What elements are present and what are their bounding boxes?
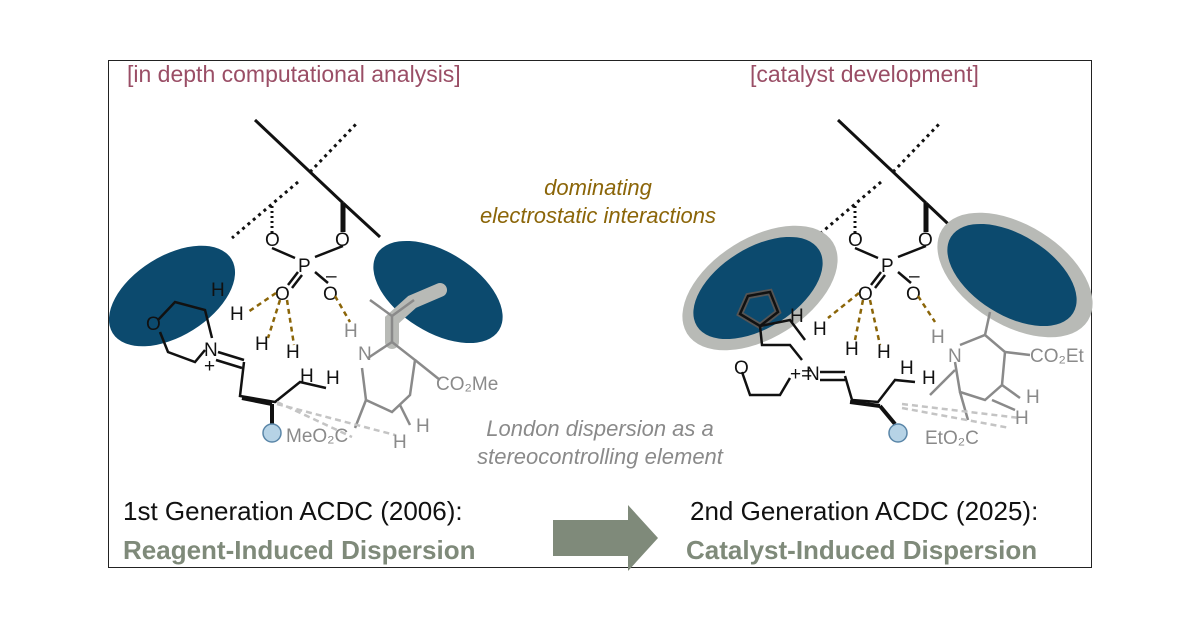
left-phosphate-o1: O (265, 230, 280, 251)
left-phosphate-bonds (271, 244, 344, 289)
left-phosphate-minus: – (326, 266, 337, 287)
right-h6: H (922, 368, 936, 389)
gen1-subtitle: Reagent-Induced Dispersion (123, 535, 476, 565)
electrostatic-label-line2: electrostatic interactions (480, 203, 716, 228)
right-substituent-dot (888, 423, 908, 443)
right-phosphate-minus: – (909, 266, 920, 287)
right-tag: [catalyst development] (750, 61, 979, 87)
gen2-title: 2nd Generation ACDC (2025): (690, 496, 1038, 526)
left-he-meo2c: MeO₂C (286, 426, 348, 447)
generation-arrow (553, 505, 658, 571)
left-morpholine (157, 300, 327, 404)
electrostatic-label-line1: dominating (544, 175, 652, 200)
right-h5: H (900, 358, 914, 379)
left-transition-state: O O P O O – O N + H H H H H (108, 118, 503, 453)
left-phosphate-o3: O (275, 284, 290, 305)
right-h1: H (790, 306, 804, 327)
left-morpholine-o: O (146, 314, 161, 335)
gen1-title: 1st Generation ACDC (2006): (123, 496, 463, 526)
right-phosphate-bonds (854, 244, 927, 289)
right-he-nh: H (931, 327, 945, 348)
right-transition-state: O O P O O – O += N H H H (682, 118, 1093, 449)
right-double-bond-bold (849, 400, 897, 426)
right-he-n: N (948, 346, 962, 367)
right-iminium-n: += (790, 364, 812, 385)
right-binol-backbone (814, 118, 964, 240)
right-he-co2et: CO₂Et (1030, 346, 1085, 367)
left-aryl-lobe-left (108, 245, 236, 347)
right-phosphate-o4: O (906, 284, 921, 305)
left-he-h1: H (416, 416, 430, 437)
left-he-n: N (358, 344, 372, 365)
left-h4: H (286, 342, 300, 363)
right-morpholine (740, 318, 916, 404)
left-he-h2: H (393, 432, 407, 453)
right-morpholine-o: O (734, 358, 749, 379)
left-hbonds (247, 291, 352, 346)
left-phosphate-o4: O (323, 284, 338, 305)
left-he-co2me: CO₂Me (436, 374, 498, 395)
left-h2: H (230, 304, 244, 325)
left-hantzsch-ester (276, 298, 441, 439)
right-aryl-lobe-left (693, 236, 823, 340)
left-he-nh: H (344, 321, 358, 342)
left-substituent-dot (262, 423, 282, 443)
right-he-h1: H (1026, 387, 1040, 408)
london-label-line1: London dispersion as a (486, 416, 714, 441)
left-iminium-n: N (204, 340, 218, 361)
figure-frame (108, 60, 1092, 568)
right-phosphate-o2: O (918, 230, 933, 251)
right-h3: H (845, 339, 859, 360)
left-phosphorus: P (298, 256, 311, 277)
right-he-eto2c: EtO₂C (925, 428, 979, 449)
right-he-h2: H (1015, 408, 1029, 429)
left-binol-backbone (231, 118, 382, 240)
right-phosphate-o3: O (858, 284, 873, 305)
right-h4: H (877, 342, 891, 363)
left-h1: H (211, 280, 225, 301)
right-h2: H (813, 319, 827, 340)
right-iminium-n-label: N (806, 364, 820, 385)
right-phosphorus: P (881, 256, 894, 277)
left-h5: H (300, 366, 314, 387)
gen2-subtitle: Catalyst-Induced Dispersion (686, 535, 1037, 565)
london-label-line2: stereocontrolling element (477, 444, 724, 469)
left-h6: H (326, 368, 340, 389)
left-iminium-plus: + (204, 356, 215, 377)
left-tag: [in depth computational analysis] (127, 61, 461, 87)
right-hbonds (827, 292, 937, 346)
left-phosphate-o2: O (335, 230, 350, 251)
right-aryl-lobe-right (947, 223, 1077, 327)
right-cyclopentane (738, 290, 780, 328)
left-double-bond-bold (241, 396, 274, 426)
left-h3: H (255, 334, 269, 355)
right-phosphate-o1: O (848, 230, 863, 251)
right-hantzsch-ester (901, 311, 1031, 430)
